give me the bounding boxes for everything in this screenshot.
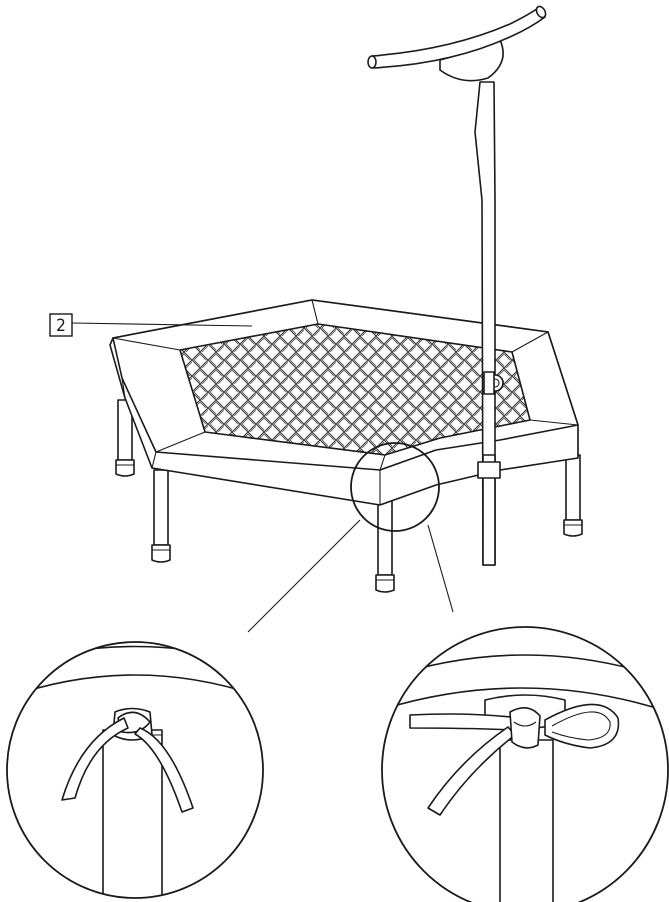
detail-view-strap-tied (381, 626, 669, 902)
detail-view-strap-wrapped (6, 641, 264, 899)
callout-number: 2 (56, 316, 66, 336)
trampoline-frame (109, 299, 579, 506)
handle-bar (367, 5, 547, 566)
detail-magnifier (247, 442, 454, 633)
trampoline-legs (115, 399, 583, 593)
callout-2: 2 (49, 313, 253, 337)
